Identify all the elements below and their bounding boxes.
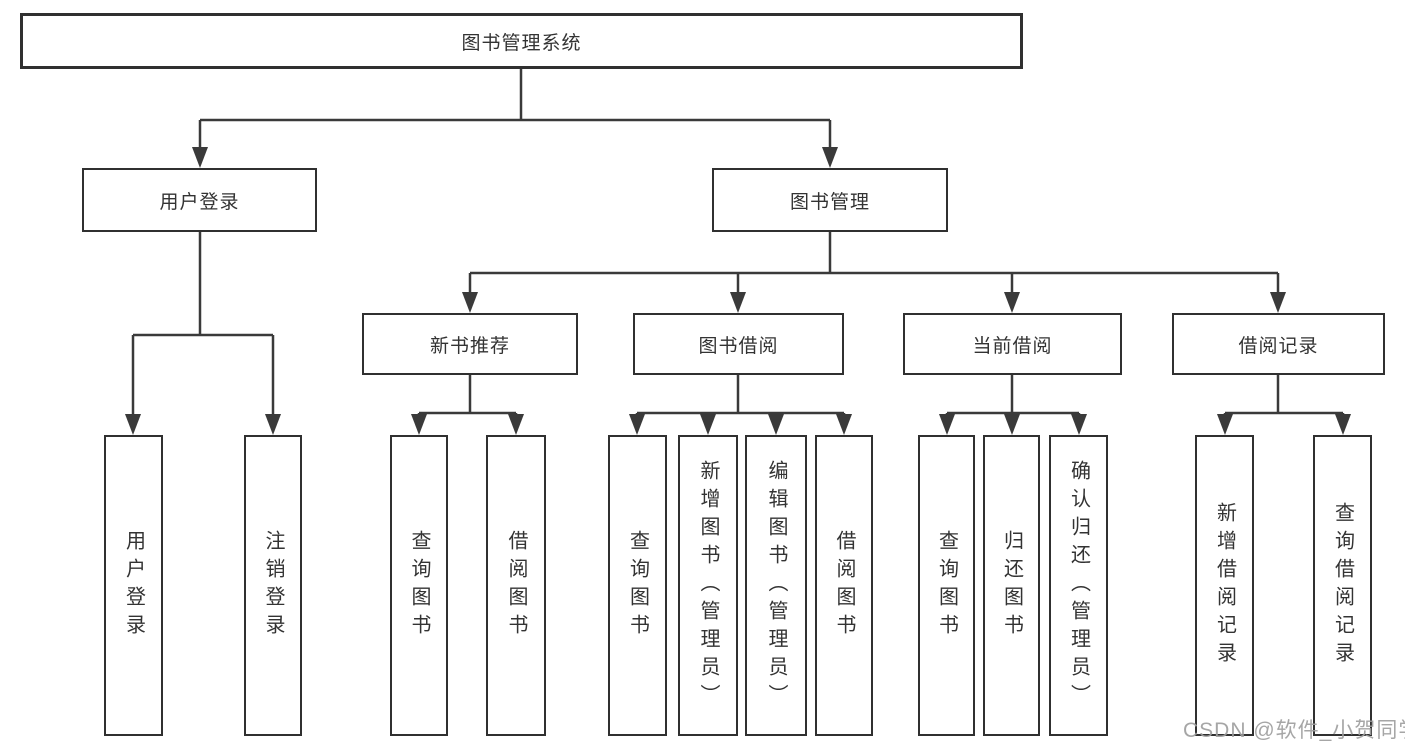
node-borrowing-records: 借阅记录	[1172, 313, 1385, 375]
node-current-borrowing: 当前借阅	[903, 313, 1122, 375]
leaf-query-borrow-record: 查询借阅记录	[1313, 435, 1372, 736]
leaf-borrow-books-borrowing: 借阅图书	[815, 435, 873, 736]
watermark: CSDN @软件_小贺同学	[1183, 719, 1405, 742]
node-book-borrowing: 图书借阅	[633, 313, 844, 375]
leaf-query-books-borrowing: 查询图书	[608, 435, 667, 736]
node-book-management-branch: 图书管理	[712, 168, 948, 232]
leaf-return-books: 归还图书	[983, 435, 1040, 736]
leaf-edit-books-admin: 编辑图书（管理员）	[745, 435, 807, 736]
leaf-add-books-admin: 新增图书（管理员）	[678, 435, 738, 736]
leaf-logout: 注销登录	[244, 435, 302, 736]
leaf-query-books-current: 查询图书	[918, 435, 975, 736]
leaf-add-borrow-record: 新增借阅记录	[1195, 435, 1254, 736]
leaf-query-books-recommend: 查询图书	[390, 435, 448, 736]
node-new-book-recommendation: 新书推荐	[362, 313, 578, 375]
node-library-management-system: 图书管理系统	[20, 13, 1023, 69]
node-user-login-branch: 用户登录	[82, 168, 317, 232]
leaf-confirm-return-admin: 确认归还（管理员）	[1049, 435, 1108, 736]
leaf-user-login: 用户登录	[104, 435, 163, 736]
arrowheads	[125, 147, 1351, 435]
leaf-borrow-books-recommend: 借阅图书	[486, 435, 546, 736]
